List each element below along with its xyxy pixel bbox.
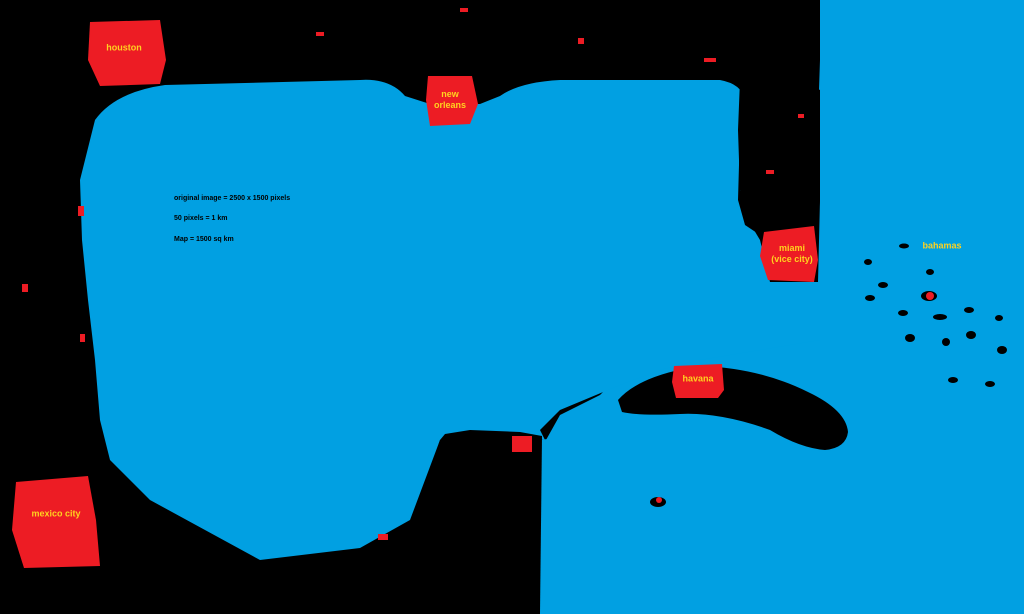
miami-label-line2: (vice city) [771,254,813,264]
small-town [704,58,716,62]
bahamas-label: bahamas [922,240,962,251]
miami-marker [760,226,818,282]
new-orleans-label-line1: new [441,89,459,99]
bahamas-town [926,292,934,300]
note-scale: 50 pixels = 1 km [174,215,228,222]
small-town [22,284,28,292]
mexico-city-marker [12,476,100,568]
new-orleans-label: new orleans [434,89,466,111]
note-area: Map = 1500 sq km [174,236,234,243]
houston-label: houston [106,42,142,53]
new-orleans-marker [426,76,478,126]
gulf [80,79,820,561]
note-original-size: original image = 2500 x 1500 pixels [174,195,291,202]
new-orleans-label-line2: orleans [433,100,467,110]
small-town [378,534,388,540]
miami-label-line1: miami [778,243,805,253]
small-town [316,32,324,36]
small-town [78,206,84,216]
city-markers [12,8,934,568]
small-town [766,170,774,174]
havana-marker [672,364,724,398]
small-town [798,114,804,118]
small-town [460,8,468,12]
small-town [656,497,662,503]
miami-label: miami (vice city) [771,243,813,265]
mexico-city-label: mexico city [31,508,81,519]
small-town [512,436,532,452]
small-town [80,334,85,342]
houston-marker [88,20,166,86]
small-town [578,38,584,44]
havana-label: havana [682,373,714,384]
yucatan [410,430,542,614]
